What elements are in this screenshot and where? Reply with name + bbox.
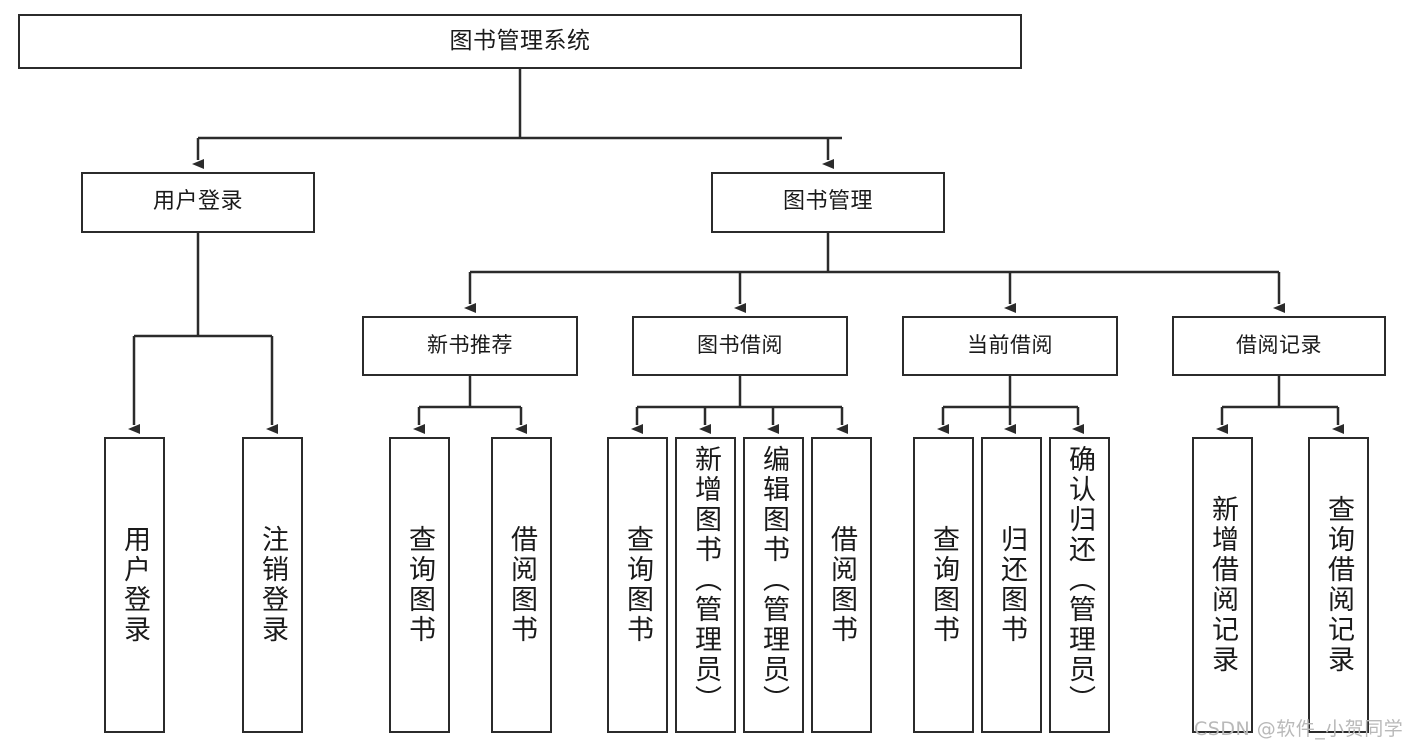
node-leaf-return-book[interactable]: 归还图书 [981, 437, 1042, 733]
node-label: 图书管理系统 [449, 27, 591, 54]
node-label: 图书管理 [782, 189, 873, 215]
node-leaf-query-book-borrow[interactable]: 查询图书 [607, 437, 668, 733]
node-borrow-record[interactable]: 借阅记录 [1172, 316, 1386, 376]
node-label: 借阅图书 [506, 525, 537, 645]
node-label: 查询图书 [928, 525, 959, 645]
node-leaf-add-borrow-record[interactable]: 新增借阅记录 [1192, 437, 1253, 733]
node-leaf-confirm-return-admin[interactable]: 确认归还（管理员） [1049, 437, 1110, 733]
watermark-text: CSDN @软件_小贺同学 [1194, 718, 1404, 740]
node-root-system[interactable]: 图书管理系统 [18, 14, 1022, 69]
node-label: 借阅图书 [826, 525, 857, 645]
node-book-borrow[interactable]: 图书借阅 [632, 316, 848, 376]
node-label: 查询图书 [404, 525, 435, 645]
node-leaf-borrow-book[interactable]: 借阅图书 [811, 437, 872, 733]
node-leaf-add-book-admin[interactable]: 新增图书（管理员） [675, 437, 736, 733]
node-leaf-logout[interactable]: 注销登录 [242, 437, 303, 733]
node-current-borrow[interactable]: 当前借阅 [902, 316, 1118, 376]
node-label: 查询图书 [622, 525, 653, 645]
node-leaf-query-book-current[interactable]: 查询图书 [913, 437, 974, 733]
node-new-book-recommend[interactable]: 新书推荐 [362, 316, 578, 376]
node-label: 注销登录 [257, 525, 288, 645]
node-label: 新增借阅记录 [1207, 495, 1238, 675]
node-user-login[interactable]: 用户登录 [81, 172, 315, 233]
node-leaf-query-borrow-record[interactable]: 查询借阅记录 [1308, 437, 1369, 733]
node-label: 用户登录 [152, 189, 243, 215]
node-leaf-borrow-book-newbook[interactable]: 借阅图书 [491, 437, 552, 733]
node-label: 归还图书 [996, 525, 1027, 645]
node-label: 编辑图书（管理员） [758, 445, 789, 715]
node-leaf-edit-book-admin[interactable]: 编辑图书（管理员） [743, 437, 804, 733]
node-label: 确认归还（管理员） [1064, 445, 1095, 715]
node-label: 查询借阅记录 [1323, 495, 1354, 675]
node-leaf-query-book-newbook[interactable]: 查询图书 [389, 437, 450, 733]
node-label: 用户登录 [119, 525, 150, 645]
node-leaf-user-login[interactable]: 用户登录 [104, 437, 165, 733]
node-label: 新书推荐 [427, 333, 513, 358]
node-book-management[interactable]: 图书管理 [711, 172, 945, 233]
node-label: 新增图书（管理员） [690, 445, 721, 715]
node-label: 当前借阅 [967, 333, 1053, 358]
node-label: 图书借阅 [697, 333, 783, 358]
node-label: 借阅记录 [1236, 333, 1322, 358]
